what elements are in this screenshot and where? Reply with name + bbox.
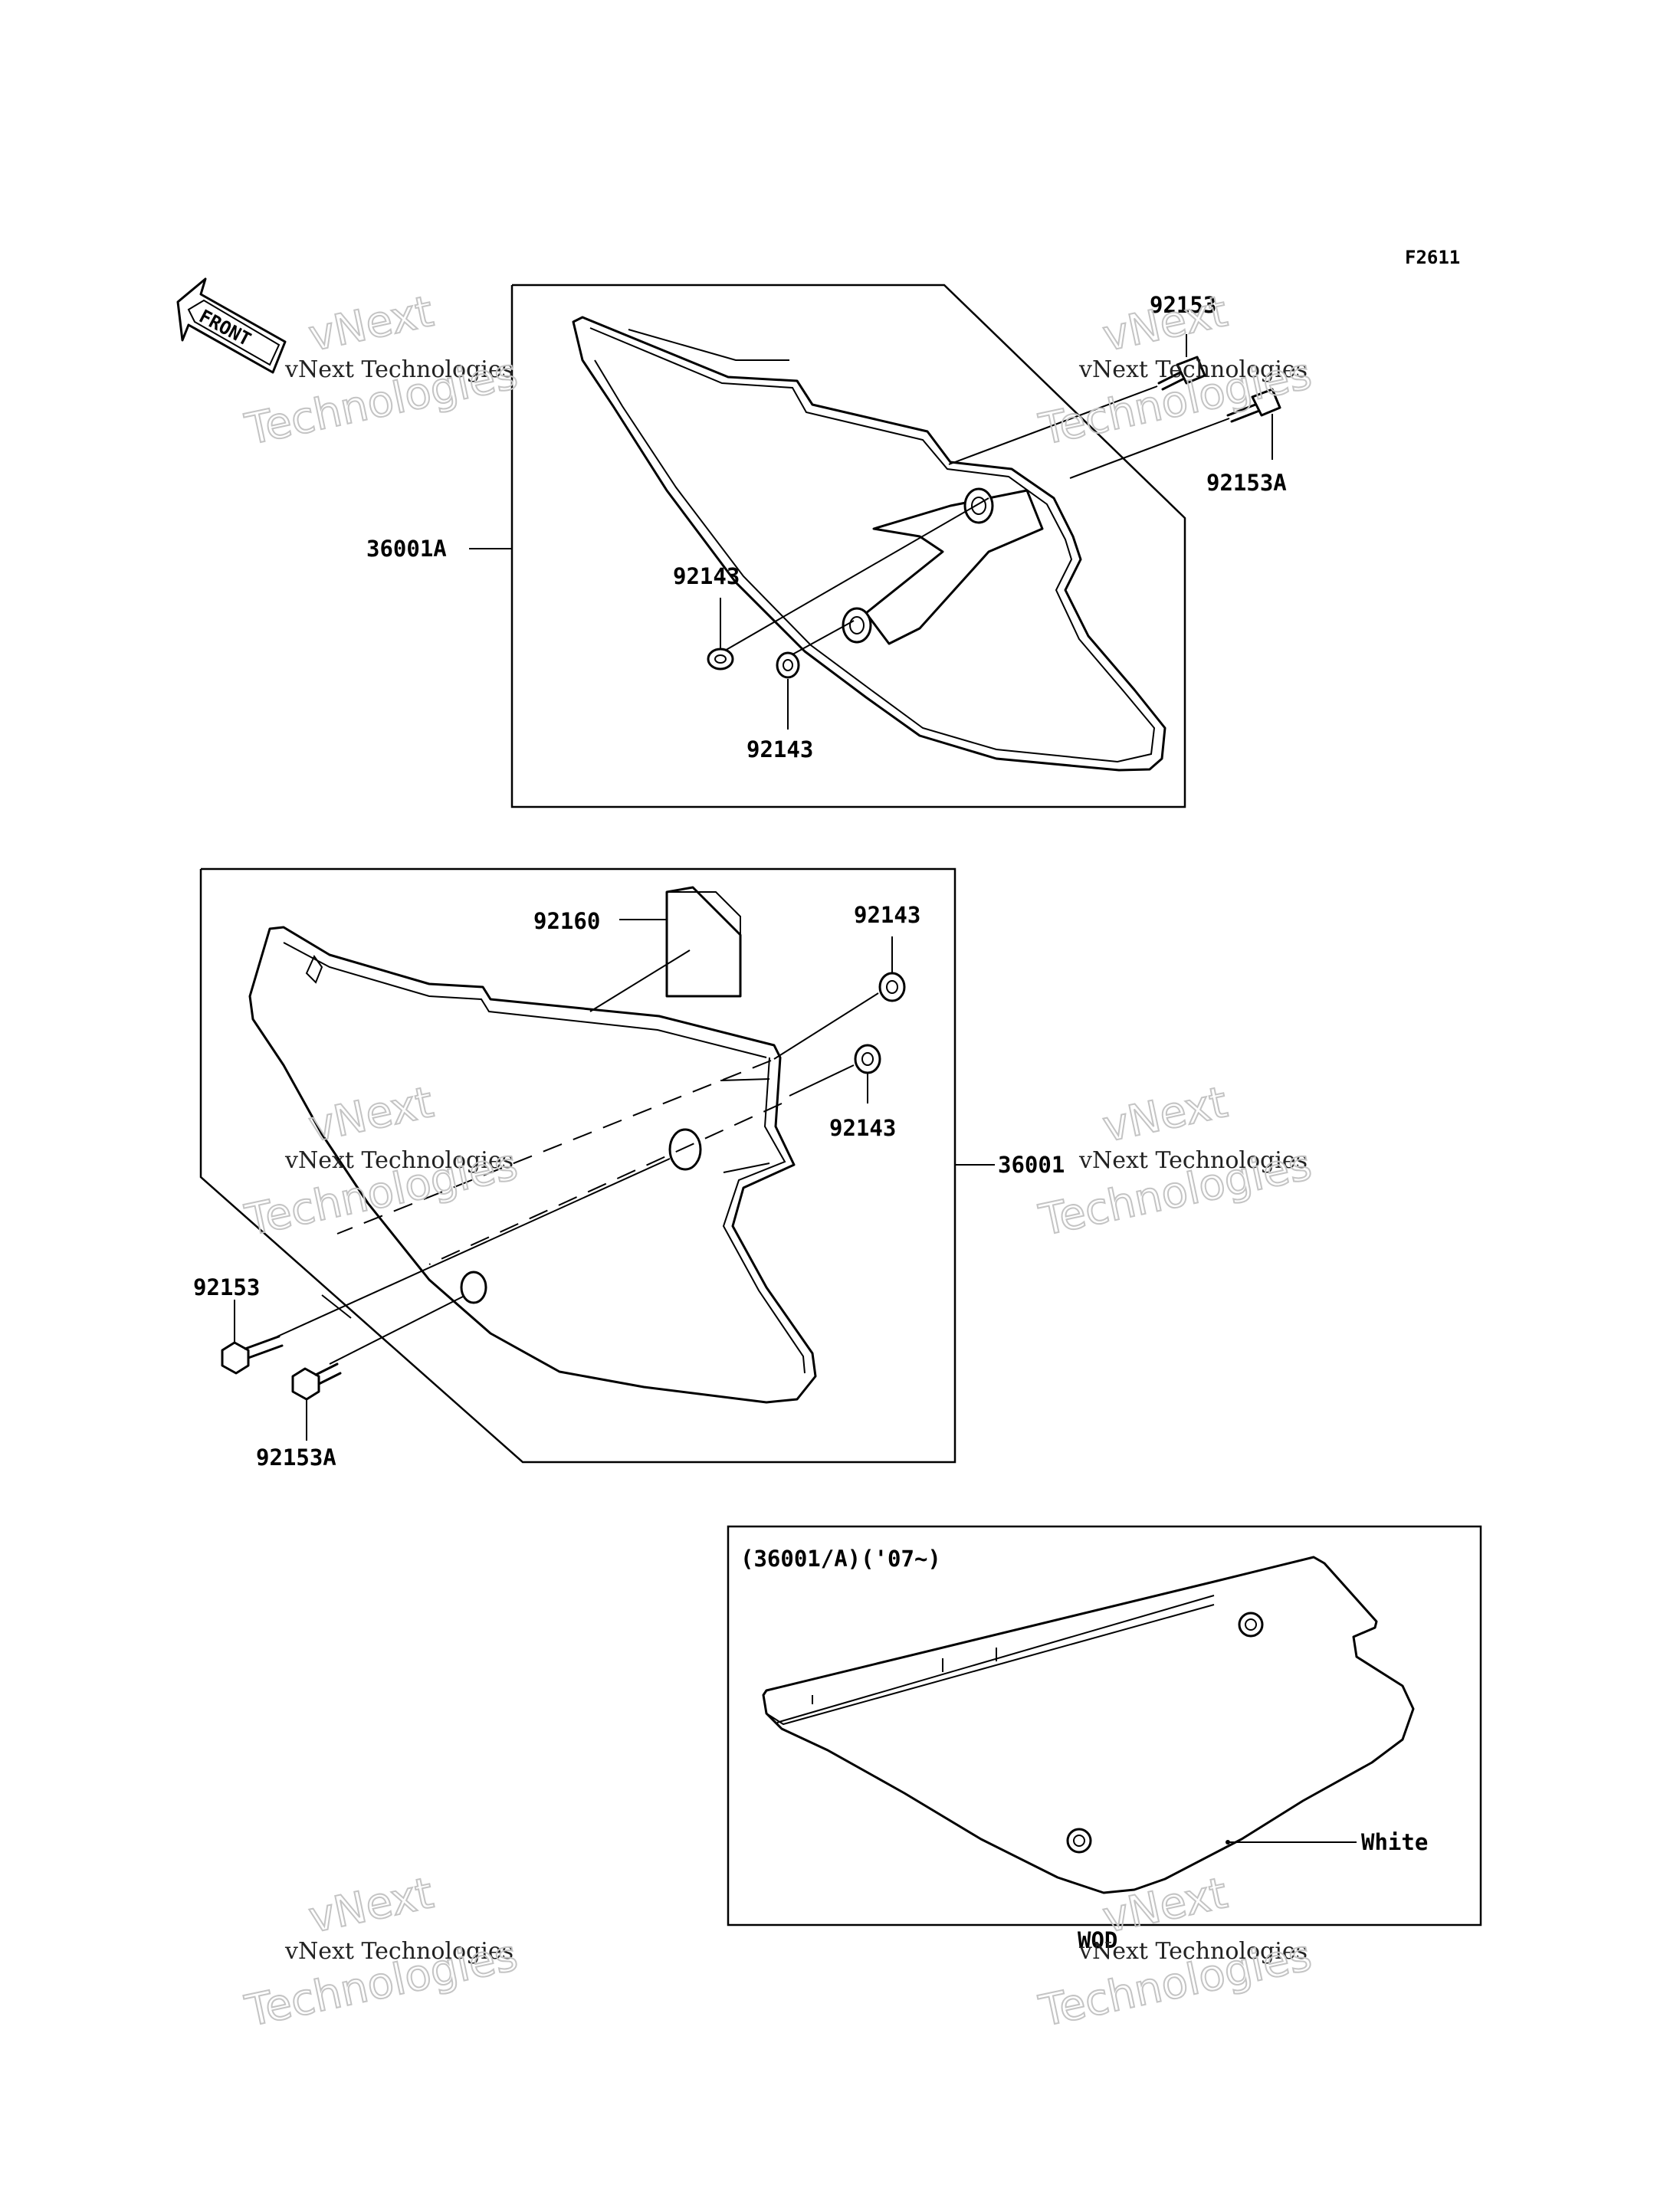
svg-text:vNext Technologies: vNext Technologies [1078,1938,1308,1965]
middle-bolt-92153 [221,1300,284,1375]
watermark-upper-left: vNext Technologies vNext Technologies [240,286,522,456]
middle-side-cover-drawing [248,926,817,1404]
lower-panel-title: (36001/A)('07~) [740,1546,941,1572]
upper-assembly-frame [510,284,1186,808]
svg-text:vNext: vNext [1098,1077,1232,1153]
lower-panel-frame [727,1525,1482,1926]
middle-grommet-bottom [854,1044,881,1103]
watermark-upper-right: vNext Technologies vNext Technologies [1034,286,1316,456]
label-36001: 36001 [998,1152,1065,1178]
label-36001a: 36001A [366,536,447,562]
svg-text:vNext Technologies: vNext Technologies [284,356,514,383]
watermark-lower-left: vNext Technologies vNext Technologies [240,1867,522,2038]
svg-text:vNext Technologies: vNext Technologies [1078,1147,1308,1174]
upper-bolt-92153a [1226,388,1281,460]
model-code: WOD [1078,1927,1117,1953]
svg-text:vNext Technologies: vNext Technologies [284,1147,514,1174]
lower-panel: (36001/A)('07~) White WOD [727,1525,1482,1953]
pad-92160-drawing [589,886,742,1012]
upper-bolt-92153 [1157,334,1206,391]
svg-text:vNext Technologies: vNext Technologies [284,1938,514,1965]
upper-side-cover-drawing [572,316,1166,772]
label-upper-92143-a: 92143 [673,563,740,589]
color-label: White [1361,1829,1428,1855]
middle-assembly: 36001 92160 92143 92143 92153 92153A [193,867,1065,1471]
label-middle-92153a: 92153A [256,1444,336,1471]
svg-text:vNext: vNext [1098,1868,1232,1943]
upper-grommet-left [707,598,734,671]
label-middle-92143-a: 92143 [854,902,920,928]
label-middle-92143-b: 92143 [829,1115,896,1141]
svg-text:vNext: vNext [1098,287,1232,362]
label-upper-92143-b: 92143 [746,736,813,762]
svg-text:vNext: vNext [304,1868,438,1943]
lower-side-cover-drawing [762,1556,1415,1894]
label-upper-92153a: 92153A [1206,470,1287,496]
middle-grommet-top [878,936,906,1002]
upper-assembly: 36001A 92153 92153A 92143 92143 [366,284,1287,808]
label-middle-92153: 92153 [193,1274,260,1300]
front-arrow-icon: FRONT [176,277,287,374]
middle-bolt-92153a [291,1362,342,1441]
label-upper-92153: 92153 [1150,292,1216,318]
label-92160: 92160 [533,908,600,934]
svg-text:vNext Technologies: vNext Technologies [1078,356,1308,383]
figure-code: F2611 [1405,247,1460,268]
svg-text:vNext: vNext [304,1077,438,1153]
svg-text:vNext: vNext [304,287,438,362]
middle-assembly-frame [199,867,956,1464]
upper-grommet-right [776,651,800,730]
watermark-middle-right: vNext Technologies vNext Technologies [1034,1077,1316,1247]
